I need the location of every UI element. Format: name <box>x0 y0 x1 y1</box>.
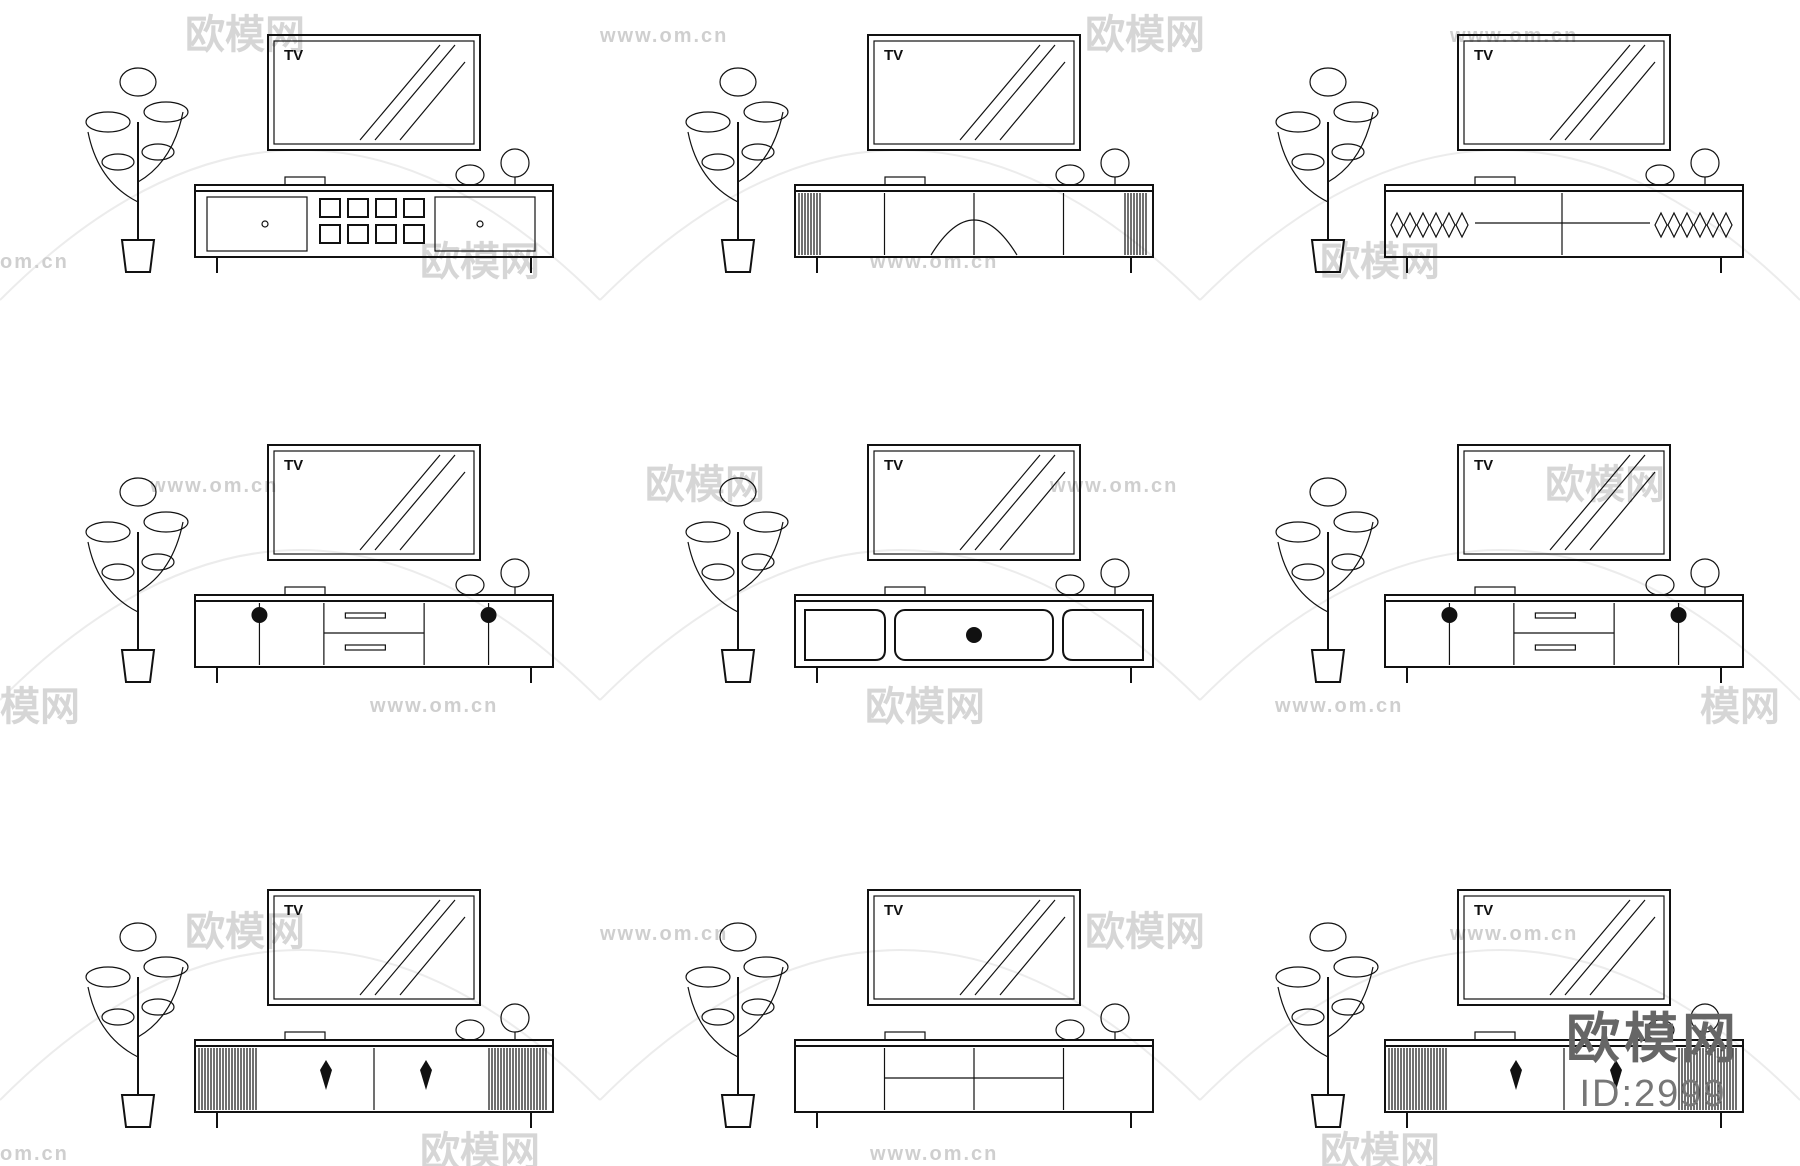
tv-screen: TV <box>1457 34 1671 151</box>
cabinet-decor <box>284 558 530 596</box>
watermark-url: www.om.cn <box>1449 923 1578 945</box>
tv-cabinet <box>794 594 1154 683</box>
watermark-logo: 欧模网 <box>645 462 765 508</box>
tv-label: TV <box>884 47 903 64</box>
brand-mark: 欧模网 ID:2999 <box>1566 994 1740 1116</box>
tv-screen: TV <box>267 34 481 151</box>
tv-cabinet <box>1384 184 1744 273</box>
watermark-url: om.cn <box>0 1143 69 1165</box>
tv-label: TV <box>284 457 303 474</box>
watermark-logo: 模网 <box>1700 684 1780 730</box>
tv-screen: TV <box>867 34 1081 151</box>
brand-id-text: ID:2999 <box>1579 1073 1727 1115</box>
cabinet-decor <box>284 1003 530 1041</box>
cabinet-decor <box>1474 558 1720 596</box>
tv-cabinet <box>1384 1039 1744 1128</box>
tv-screen: TV <box>867 444 1081 561</box>
tv-label: TV <box>284 902 303 919</box>
tv-cabinet <box>794 1039 1154 1128</box>
tv-elevation-panel: TV <box>685 889 1154 1128</box>
tv-cabinet <box>194 594 554 683</box>
potted-plant <box>85 922 189 1128</box>
cabinet-decor <box>1474 1003 1720 1041</box>
cabinet-decor <box>284 148 530 186</box>
tv-label: TV <box>1474 902 1493 919</box>
cabinet-decor <box>884 558 1130 596</box>
tv-elevation-panel: TV <box>1275 34 1744 273</box>
panels-layer: TV TV TV TV TV TV TV TV TV <box>85 34 1744 1128</box>
tv-cabinet <box>794 184 1154 273</box>
tv-cabinet <box>194 184 554 273</box>
watermark-url: www.om.cn <box>599 25 728 47</box>
tv-elevation-panel: TV <box>1275 889 1744 1128</box>
tv-elevation-panel: TV <box>685 444 1154 683</box>
watermark-url: www.om.cn <box>599 923 728 945</box>
tv-label: TV <box>884 457 903 474</box>
tv-screen: TV <box>867 889 1081 1006</box>
watermark-logo: 欧模网 <box>1085 909 1205 955</box>
tv-screen: TV <box>1457 444 1671 561</box>
tv-screen: TV <box>267 444 481 561</box>
watermark-logo: 欧模网 <box>1320 1129 1440 1166</box>
brand-logo-text: 欧模网 <box>1566 1007 1740 1070</box>
tv-label: TV <box>884 902 903 919</box>
tv-cabinet <box>1384 594 1744 683</box>
potted-plant <box>85 477 189 683</box>
potted-plant <box>1275 477 1379 683</box>
tv-label: TV <box>1474 457 1493 474</box>
watermark-logo: 模网 <box>0 684 80 730</box>
watermark-url: www.om.cn <box>1274 695 1403 717</box>
watermark-url: www.om.cn <box>369 695 498 717</box>
tv-screen: TV <box>1457 889 1671 1006</box>
potted-plant <box>685 67 789 273</box>
tv-screen: TV <box>267 889 481 1006</box>
watermark-url: www.om.cn <box>869 251 998 273</box>
watermark-logo: 欧模网 <box>185 909 305 955</box>
potted-plant <box>85 67 189 273</box>
tv-cabinet <box>194 1039 554 1128</box>
watermark-url: www.om.cn <box>869 1143 998 1165</box>
tv-label: TV <box>284 47 303 64</box>
watermark-logo: 欧模网 <box>420 239 540 285</box>
watermark-arcs <box>0 149 1800 1101</box>
watermark-url: www.om.cn <box>149 475 278 497</box>
potted-plant <box>685 477 789 683</box>
watermark-url: om.cn <box>0 251 69 273</box>
watermark-logo: 欧模网 <box>1085 12 1205 58</box>
cabinet-decor <box>1474 148 1720 186</box>
potted-plant <box>685 922 789 1128</box>
tv-elevation-panel: TV <box>1275 444 1744 683</box>
cabinet-decor <box>884 1003 1130 1041</box>
watermark-url: www.om.cn <box>1049 475 1178 497</box>
potted-plant <box>1275 67 1379 273</box>
potted-plant <box>1275 922 1379 1128</box>
watermark-logo: 欧模网 <box>1320 239 1440 285</box>
tv-label: TV <box>1474 47 1493 64</box>
watermark-logo: 欧模网 <box>865 684 985 730</box>
tv-elevation-panel: TV <box>85 889 554 1128</box>
watermark-logo: 欧模网 <box>420 1129 540 1166</box>
tv-elevation-panel: TV <box>85 444 554 683</box>
cabinet-decor <box>884 148 1130 186</box>
tv-elevation-panel: TV <box>85 34 554 273</box>
tv-elevation-panel: TV <box>685 34 1154 273</box>
